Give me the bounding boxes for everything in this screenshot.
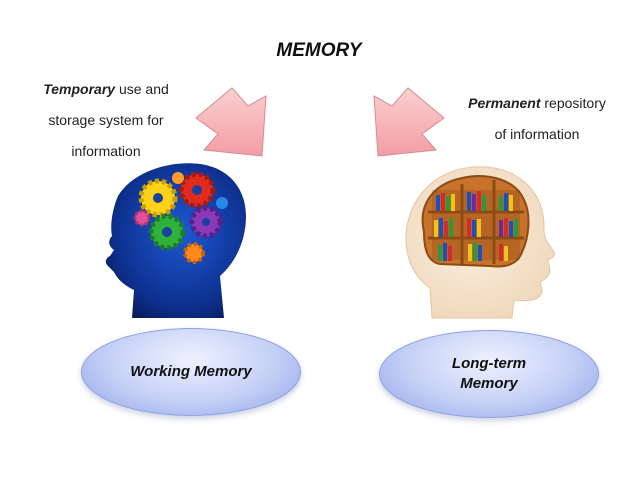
- working-memory-description: Temporary use and storage system for inf…: [26, 74, 186, 167]
- bookshelf-brain-icon: [421, 175, 530, 268]
- working-memory-label: Working Memory: [130, 363, 252, 380]
- gears-icon: [133, 171, 228, 264]
- permanent-emphasis: Permanent: [468, 95, 541, 111]
- long-term-memory-label: Long-term Memory: [451, 355, 527, 392]
- left-note-line3: information: [71, 143, 141, 159]
- left-note-line2: storage system for: [48, 112, 164, 128]
- long-term-memory-description: Permanent repository of information: [452, 88, 622, 150]
- right-note-line1: repository: [540, 95, 606, 111]
- arrow-left-icon: [195, 87, 267, 157]
- working-memory-head-icon: [105, 163, 246, 318]
- long-term-memory-oval: Long-term Memory: [379, 330, 599, 418]
- left-note-line1: use and: [115, 81, 169, 97]
- diagram-title: MEMORY: [276, 40, 362, 61]
- working-memory-oval: Working Memory: [81, 328, 301, 416]
- temporary-emphasis: Temporary: [43, 81, 116, 97]
- long-term-memory-head-icon: [405, 166, 555, 319]
- arrow-right-icon: [373, 87, 445, 157]
- right-note-line2: of information: [494, 126, 580, 142]
